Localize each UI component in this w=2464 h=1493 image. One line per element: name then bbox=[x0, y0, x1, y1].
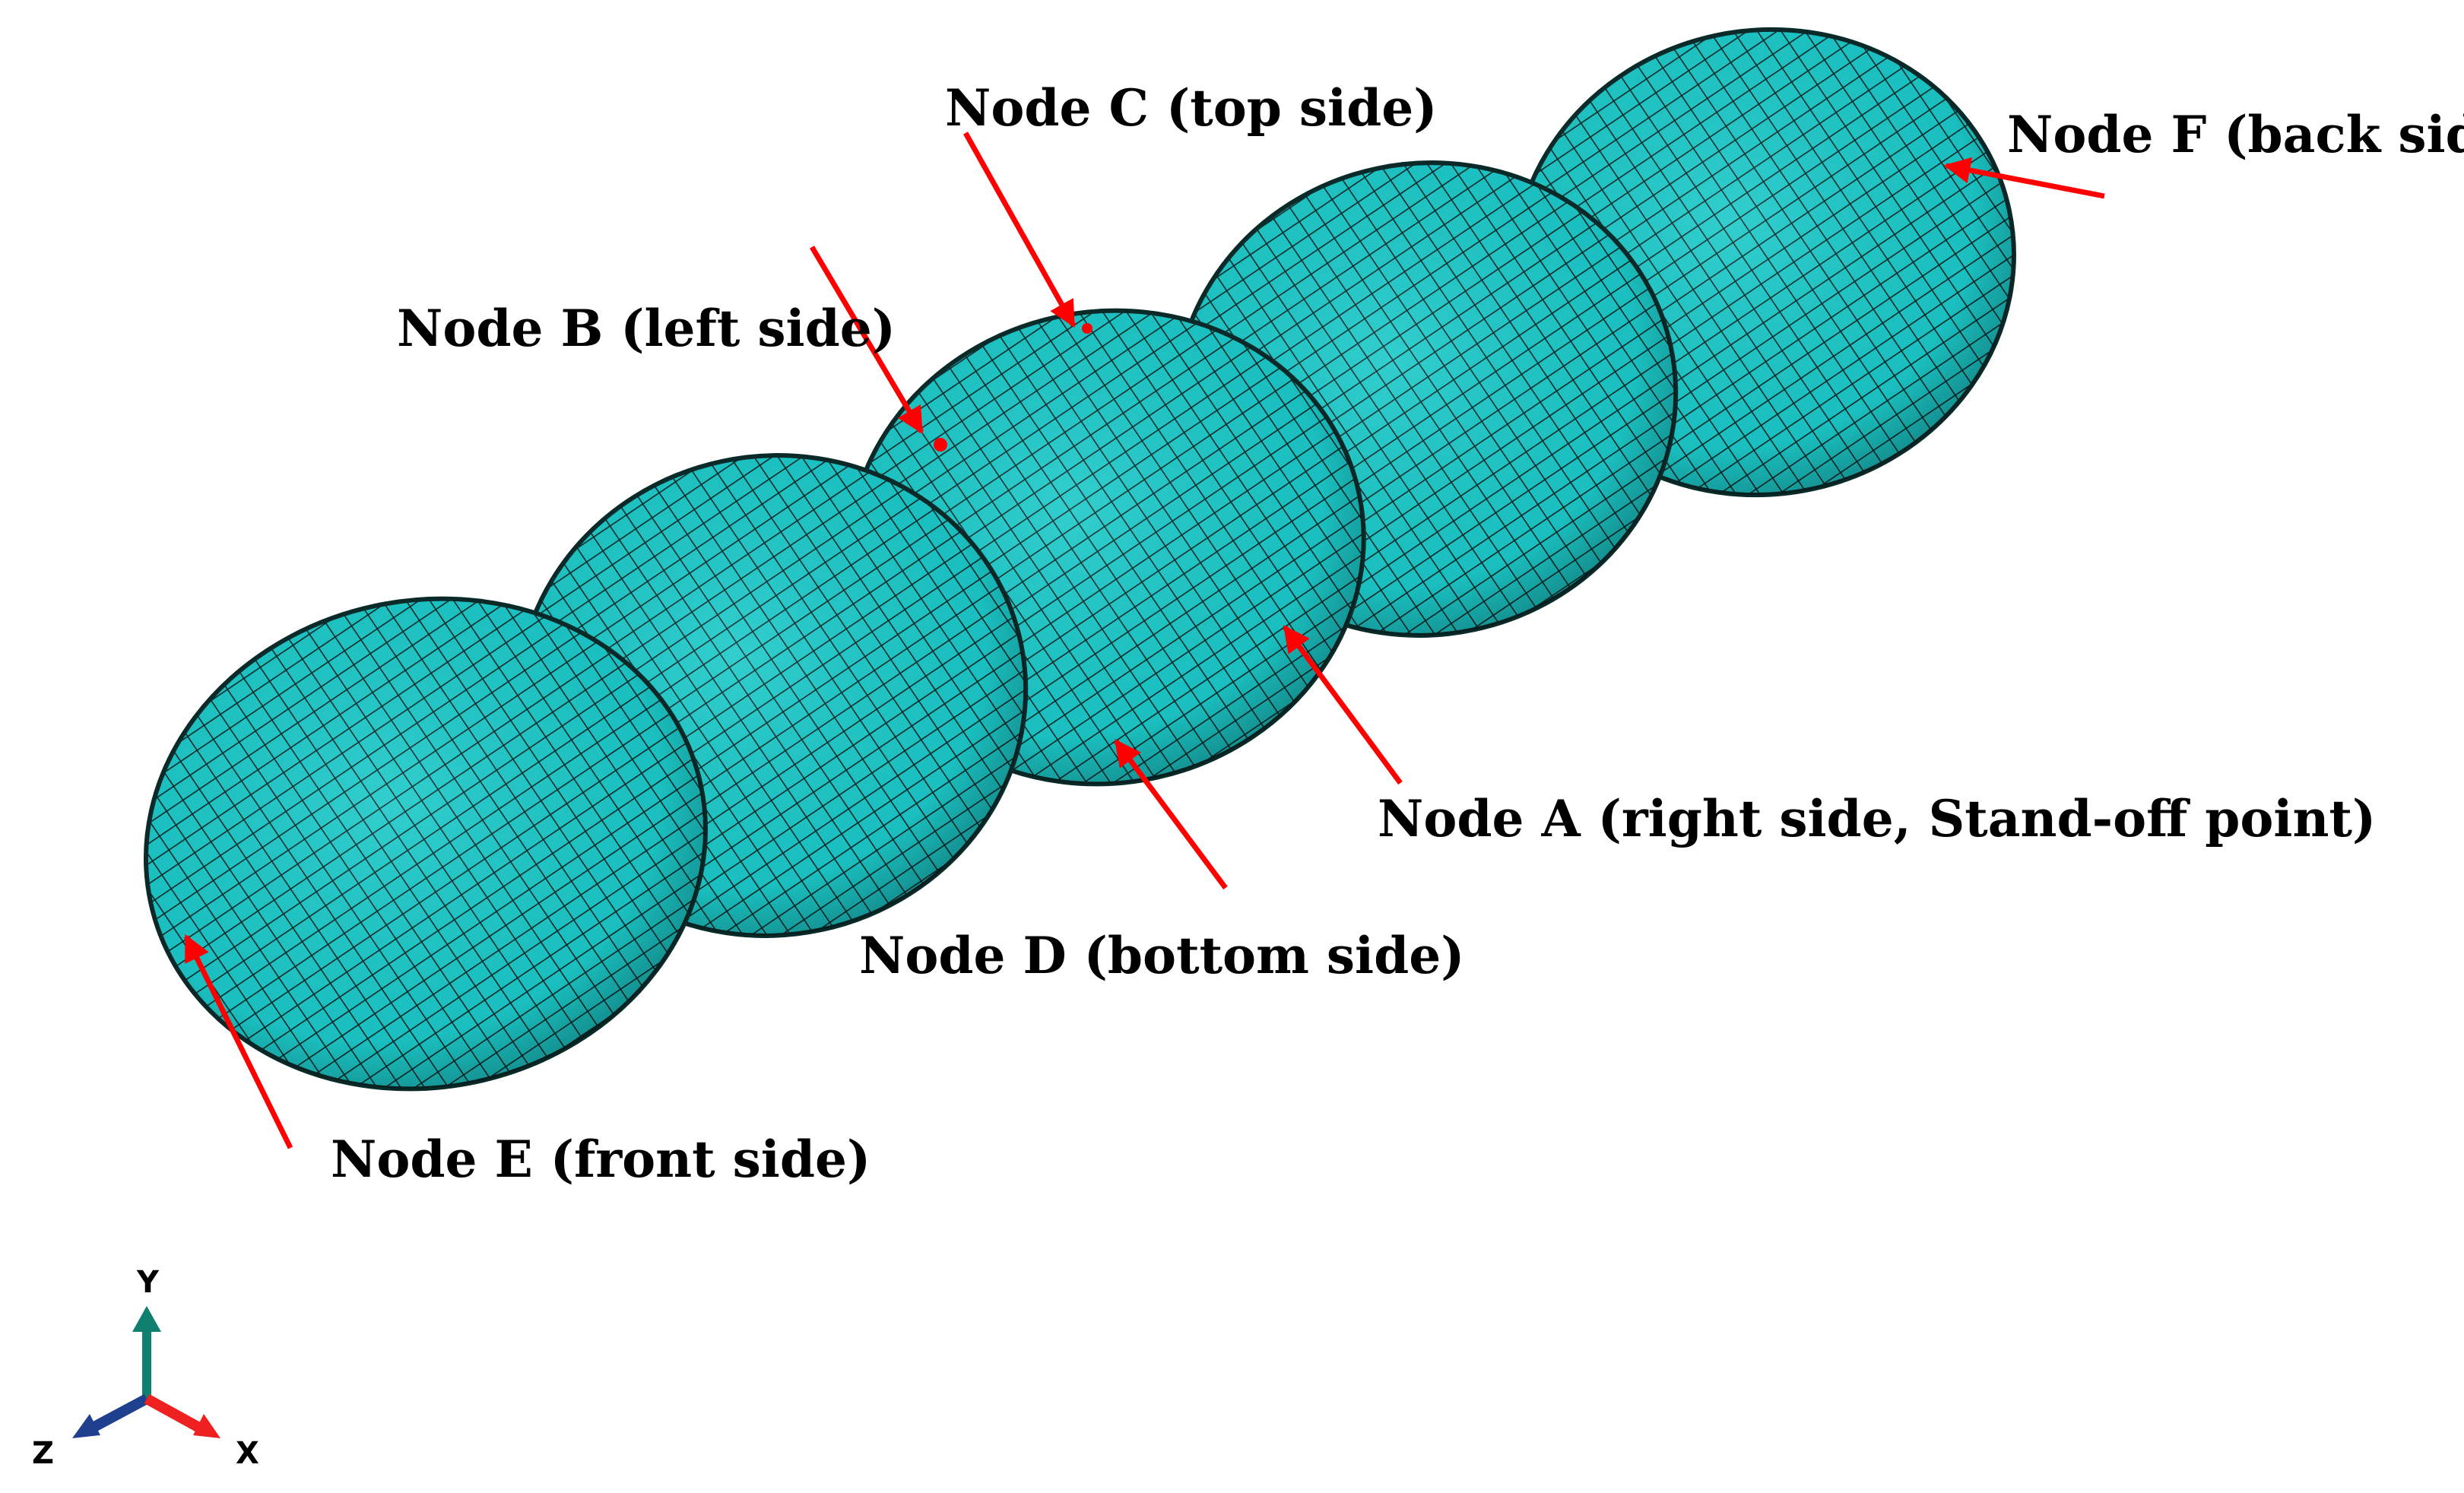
arrow-node-e bbox=[183, 934, 293, 1149]
arrow-node-c bbox=[962, 132, 1077, 328]
axis-triad: Y Z X bbox=[32, 1265, 259, 1471]
node-c-marker bbox=[1082, 323, 1092, 334]
axis-x-arrowhead bbox=[193, 1414, 220, 1438]
axis-x-line bbox=[144, 1393, 202, 1433]
arrow-node-f bbox=[1943, 157, 2105, 199]
node-b-marker bbox=[934, 438, 947, 452]
arrow-node-d bbox=[1114, 739, 1228, 890]
arrow-node-b bbox=[809, 246, 924, 435]
ellipsoid-chain bbox=[144, 27, 2016, 1092]
arrow-node-a bbox=[1283, 625, 1403, 785]
label-node-d: Node D (bottom side) bbox=[859, 926, 1464, 985]
node-labels: Node C (top side) Node B (left side) Nod… bbox=[331, 78, 2464, 1189]
label-node-f: Node F (back side) bbox=[2007, 105, 2464, 164]
node-markers bbox=[934, 323, 1092, 452]
axis-z-label: Z bbox=[32, 1436, 54, 1471]
label-node-a: Node A (right side, Stand-off point) bbox=[1378, 789, 2376, 848]
segment-1-front bbox=[144, 596, 708, 1092]
label-node-b: Node B (left side) bbox=[397, 299, 896, 358]
axis-z-arrowhead bbox=[72, 1414, 100, 1438]
axis-x-label: X bbox=[236, 1436, 259, 1471]
axis-z-line bbox=[90, 1393, 150, 1433]
pointer-arrows bbox=[183, 132, 2105, 1149]
axis-y-arrowhead bbox=[132, 1306, 161, 1332]
label-node-e: Node E (front side) bbox=[331, 1130, 870, 1189]
label-node-c: Node C (top side) bbox=[945, 78, 1437, 138]
axis-y-label: Y bbox=[136, 1265, 160, 1300]
